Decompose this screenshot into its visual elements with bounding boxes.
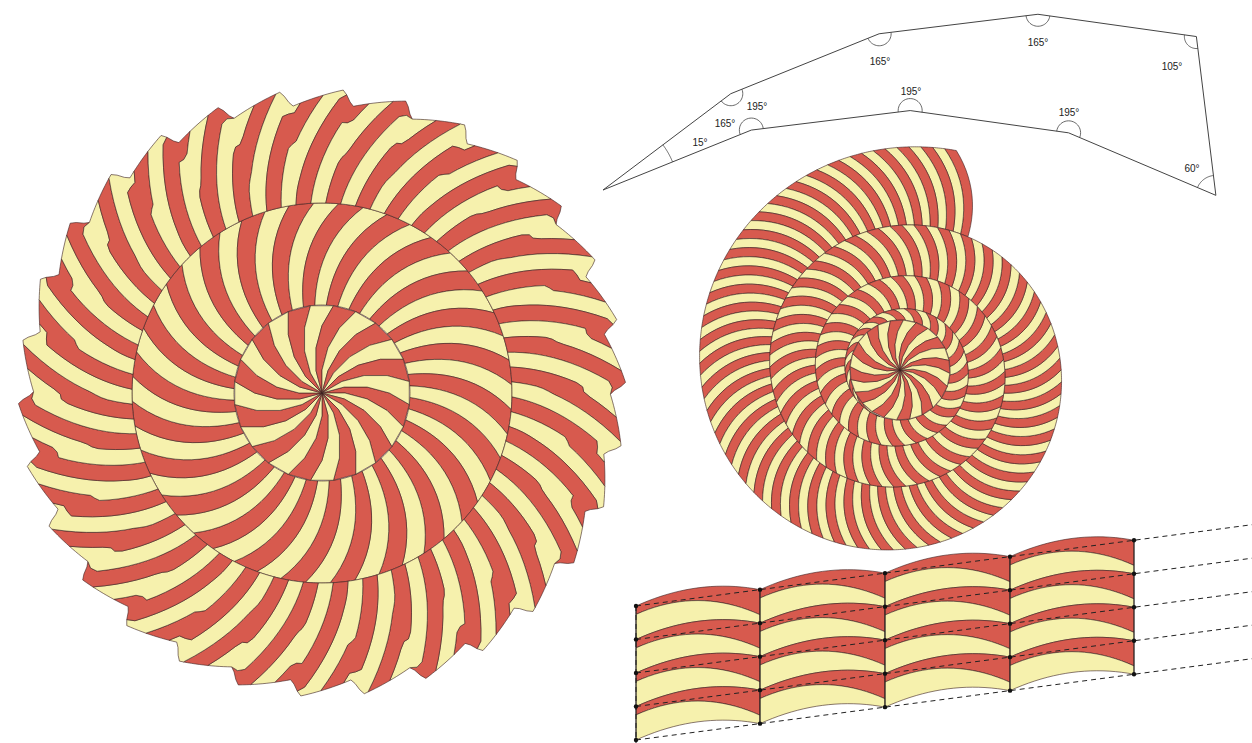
lattice-dot bbox=[883, 638, 887, 642]
tile-polygon bbox=[603, 14, 1216, 195]
angle-label: 15° bbox=[692, 138, 707, 148]
lattice-dot bbox=[758, 621, 762, 625]
lattice-dot bbox=[634, 637, 638, 641]
angle-arc bbox=[868, 32, 891, 45]
angle-arc bbox=[739, 118, 763, 134]
lattice-dot bbox=[634, 604, 638, 608]
dashed-guide bbox=[636, 625, 1252, 706]
angle-label: 165° bbox=[870, 57, 891, 67]
strip-tile bbox=[1010, 652, 1134, 691]
angle-label: 165° bbox=[715, 119, 736, 129]
lattice-dot bbox=[758, 688, 762, 692]
lattice-dot bbox=[634, 671, 638, 675]
angle-arc bbox=[898, 99, 922, 113]
angle-label: 60° bbox=[1184, 164, 1199, 174]
dashed-guide bbox=[636, 525, 1252, 606]
angle-label: 195° bbox=[901, 87, 922, 97]
circular-spiral-tiling bbox=[18, 90, 625, 696]
angle-arc bbox=[1026, 16, 1050, 27]
angle-label: 105° bbox=[1162, 62, 1183, 72]
spiral-tile bbox=[512, 382, 621, 462]
lattice-dot bbox=[883, 604, 887, 608]
tile-outline bbox=[603, 14, 1216, 195]
lattice-dot bbox=[883, 671, 887, 675]
lattice-dot bbox=[1132, 605, 1136, 609]
strip-tile bbox=[760, 685, 885, 724]
lattice-dot bbox=[883, 705, 887, 709]
dashed-guide bbox=[636, 659, 1252, 740]
lattice-dot bbox=[1132, 538, 1136, 542]
lattice-dot bbox=[634, 704, 638, 708]
angle-arc bbox=[1197, 175, 1213, 187]
angle-arc bbox=[721, 89, 743, 105]
lattice-dot bbox=[883, 571, 887, 575]
lattice-dot bbox=[1008, 688, 1012, 692]
nautilus-spiral-tiling bbox=[700, 147, 1062, 550]
dashed-guide bbox=[636, 558, 1252, 639]
strip-tiling bbox=[634, 525, 1252, 743]
lattice-dot bbox=[1008, 554, 1012, 558]
angle-arc bbox=[1184, 35, 1197, 49]
angle-arc bbox=[663, 145, 673, 162]
lattice-dot bbox=[1132, 672, 1136, 676]
spiral-tile bbox=[900, 365, 950, 386]
angle-label: 195° bbox=[1059, 108, 1080, 118]
lattice-dot bbox=[1008, 621, 1012, 625]
lattice-dot bbox=[758, 721, 762, 725]
dashed-guide bbox=[636, 592, 1252, 673]
strip-tile bbox=[885, 668, 1010, 707]
lattice-dot bbox=[1132, 572, 1136, 576]
strip-tile bbox=[636, 701, 760, 740]
angle-label: 195° bbox=[747, 102, 768, 112]
lattice-dot bbox=[758, 587, 762, 591]
angle-label: 165° bbox=[1028, 38, 1049, 48]
spiral-tile bbox=[410, 386, 508, 458]
lattice-dot bbox=[1008, 655, 1012, 659]
lattice-dot bbox=[1008, 588, 1012, 592]
lattice-dot bbox=[1132, 639, 1136, 643]
lattice-dot bbox=[634, 738, 638, 742]
lattice-dot bbox=[758, 654, 762, 658]
spiral-tile bbox=[322, 376, 409, 405]
angle-arc bbox=[1057, 121, 1081, 138]
